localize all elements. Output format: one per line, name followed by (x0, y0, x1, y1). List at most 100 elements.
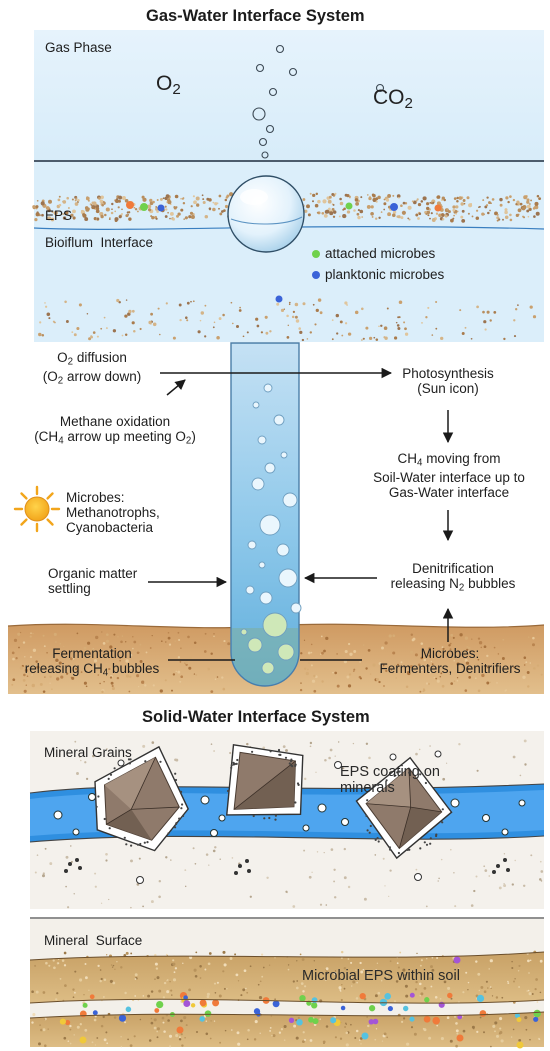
soil-band-speckle (538, 1038, 541, 1040)
sediment-speckle (213, 321, 216, 324)
grain-speckle (389, 869, 392, 872)
soil-speckle (489, 681, 491, 683)
soil-speckle (481, 673, 485, 678)
soil-speckle (141, 680, 145, 684)
soil-band-speckle (72, 996, 75, 999)
grain-speckle (540, 880, 543, 882)
soil-band-speckle (150, 1017, 153, 1020)
eps-speckle (504, 215, 509, 220)
sediment-speckle (255, 317, 259, 321)
eps-coating-dot (108, 827, 111, 830)
soil-speckle (420, 669, 423, 672)
soil-speckle (63, 645, 65, 648)
soil-speckle (427, 682, 431, 685)
eps-speckle (156, 210, 159, 213)
soil-speckle (501, 657, 505, 660)
soil-band-speckle (513, 980, 515, 983)
soil-speckle (321, 651, 324, 655)
soil-band-speckle (535, 978, 538, 981)
soil-band-speckle (462, 991, 465, 994)
eps-speckle (149, 198, 153, 203)
eps-speckle (370, 211, 374, 216)
sediment-speckle (319, 311, 323, 315)
eps-speckle (372, 194, 376, 198)
eps-speckle (535, 211, 540, 216)
soil-speckle (347, 642, 351, 646)
upper-white-bubbles (117, 750, 442, 884)
soil-band-speckle (488, 968, 490, 970)
eps-speckle (321, 211, 325, 215)
eps-speckle (529, 203, 531, 205)
sediment-speckle (286, 336, 290, 339)
soil-speckle (109, 676, 113, 679)
soil-band-speckle (492, 1024, 496, 1028)
soil-band-speckle (420, 959, 423, 962)
grain-speckle (212, 849, 216, 853)
soil-speckle (299, 688, 303, 692)
eps-speckle (450, 218, 454, 223)
sediment-speckle (280, 308, 285, 313)
sediment-speckle (131, 309, 135, 313)
soil-speckle (475, 663, 479, 667)
eps-speckle (134, 207, 138, 211)
eps-speckle (392, 194, 395, 197)
eps-speckle (75, 197, 78, 200)
soil-band-speckle (536, 1001, 539, 1003)
soil-speckle (462, 650, 467, 654)
eps-speckle (164, 205, 167, 208)
soil-speckle (116, 676, 120, 680)
eps-coating-dot (95, 805, 98, 808)
soil-band-speckle (414, 988, 418, 991)
biofilm-interface-label: Bioiflum Interface (45, 235, 154, 250)
soil-speckle (353, 670, 355, 672)
soil-speckle (60, 675, 64, 679)
sediment-speckle (312, 303, 315, 306)
eps-microbes (126, 201, 442, 212)
sediment-speckle (90, 335, 93, 338)
eps-coating-dot (277, 748, 281, 752)
eps-speckle (62, 200, 67, 204)
eps-speckle (357, 209, 360, 212)
grain-speckle (130, 906, 132, 909)
soil-speckle (466, 667, 470, 671)
soil-speckle (311, 679, 316, 683)
soil-speckle (185, 661, 188, 665)
grain-speckle (208, 864, 210, 866)
grain-speckle (476, 769, 479, 772)
soil-speckle (145, 651, 148, 654)
soil-band-speckle (195, 951, 198, 954)
eps-speckle (128, 217, 132, 221)
eps-coating-label: EPS coating on minerals (340, 764, 440, 797)
soil-band-speckle (292, 980, 295, 983)
eps-coating-dot (408, 771, 411, 774)
planktonic-microbe-legend-dot (312, 271, 320, 279)
soil-speckle (523, 649, 526, 652)
soil-speckle (464, 658, 468, 662)
soil-speckle (75, 667, 78, 671)
grain-speckle (309, 741, 313, 745)
eps-speckle (133, 206, 136, 209)
soil-band-speckle (338, 986, 342, 990)
soil-band-speckle (31, 1021, 34, 1024)
eps-speckle (387, 212, 392, 217)
soil-speckle (456, 679, 459, 682)
soil-band-speckle (269, 1027, 272, 1029)
sediment-speckle (517, 304, 519, 306)
mineral-grain-1 (94, 745, 189, 852)
soil-band-speckle (63, 951, 67, 955)
soil-band-speckle (172, 978, 177, 982)
soil-speckle (321, 680, 324, 683)
soil-band-speckle (103, 1038, 107, 1042)
eps-speckle (84, 217, 89, 222)
water-column-tube (230, 342, 300, 687)
soil-band-speckle (185, 1024, 188, 1027)
soil-speckle (117, 636, 119, 638)
soil-band-speckle (246, 991, 249, 994)
soil-speckle (125, 659, 129, 663)
soil-speckle (174, 640, 176, 642)
sediment-speckle (231, 322, 234, 325)
eps-speckle (332, 203, 335, 206)
soil-band-speckle (381, 1040, 384, 1042)
sediment-speckle (394, 336, 398, 340)
eps-speckle (436, 195, 441, 199)
